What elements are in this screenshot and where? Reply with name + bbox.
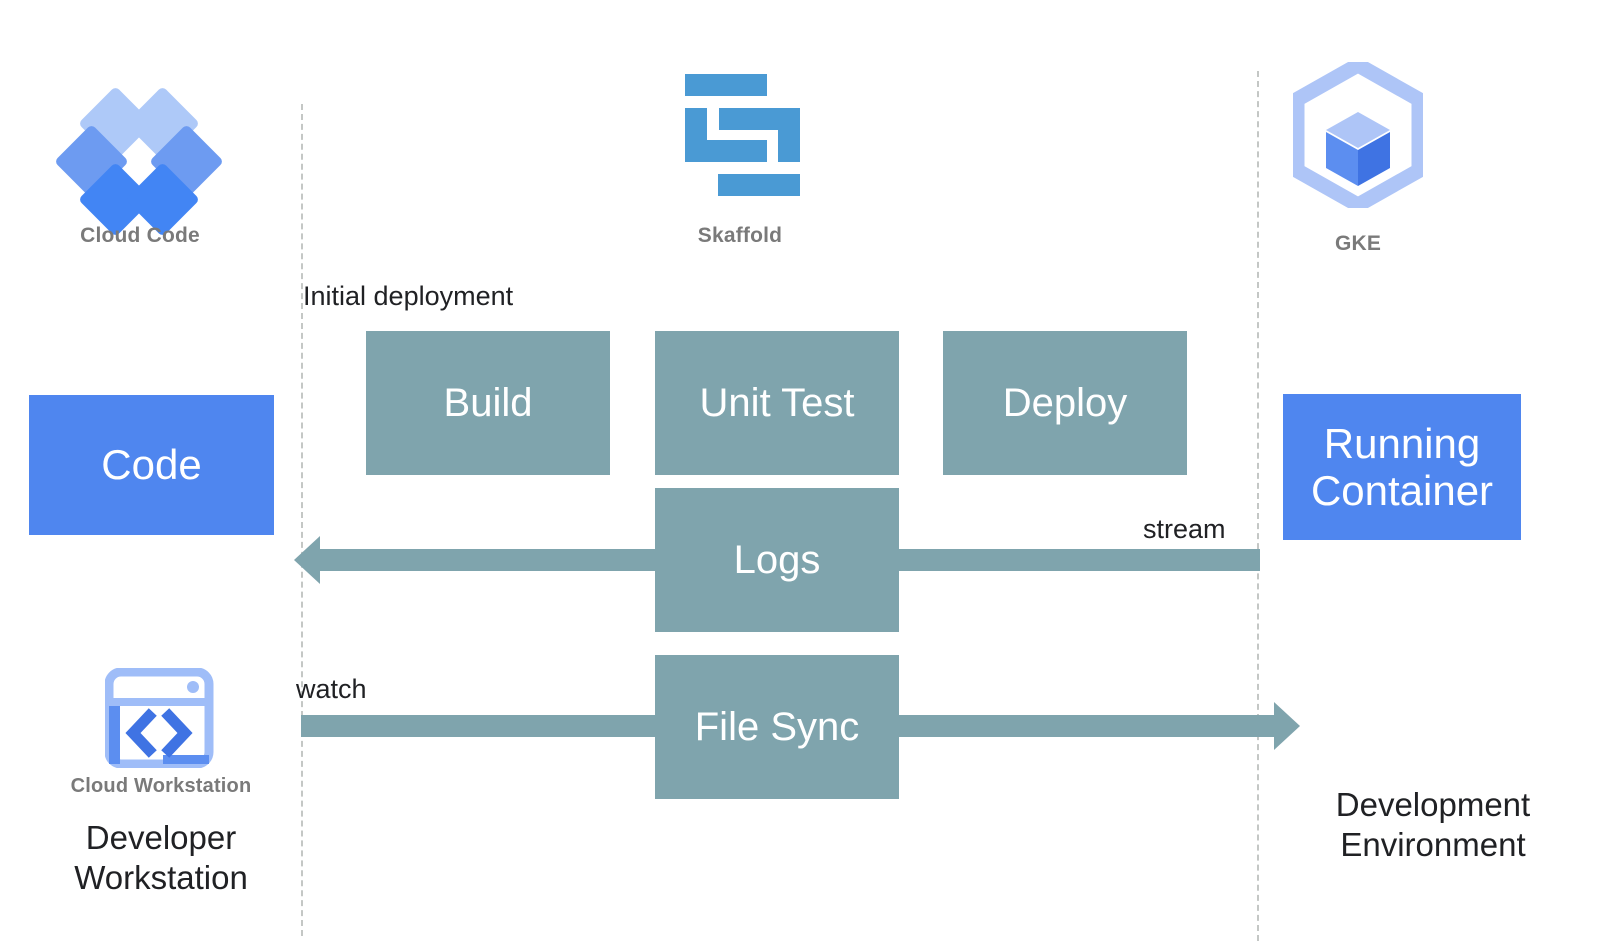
deploy-box[interactable]: Deploy bbox=[943, 331, 1187, 475]
developer-workstation-line-2: Workstation bbox=[74, 859, 248, 897]
file-sync-arrow-head-icon bbox=[1274, 702, 1300, 750]
gke-hexagon-cube-svg bbox=[1289, 56, 1427, 214]
running-container-box[interactable]: Running Container bbox=[1283, 394, 1521, 540]
developer-workstation-line-1: Developer bbox=[85, 819, 237, 856]
initial-deployment-label: Initial deployment bbox=[303, 281, 514, 311]
skaffold-s-svg bbox=[685, 74, 800, 196]
watch-label: watch bbox=[296, 674, 367, 704]
right-boundary-dashed-line bbox=[1257, 71, 1259, 941]
development-environment-zone-label: Development Environment bbox=[1288, 785, 1578, 866]
build-box[interactable]: Build bbox=[366, 331, 610, 475]
skaffold-caption: Skaffold bbox=[697, 224, 783, 247]
running-container-line-1: Running bbox=[1323, 419, 1481, 467]
cloud-code-caption: Cloud Code bbox=[80, 224, 200, 247]
logs-box[interactable]: Logs bbox=[655, 488, 899, 632]
development-environment-line-2: Environment bbox=[1340, 826, 1526, 864]
cloud-code-diamonds-icon bbox=[54, 78, 224, 237]
development-environment-line-1: Development bbox=[1335, 786, 1531, 823]
developer-workstation-zone-label: Developer Workstation bbox=[25, 818, 297, 899]
skaffold-s-icon bbox=[685, 74, 800, 196]
code-box[interactable]: Code bbox=[29, 395, 274, 535]
gke-caption: GKE bbox=[1334, 232, 1382, 255]
logs-arrow-head-icon bbox=[294, 536, 320, 584]
file-sync-box[interactable]: File Sync bbox=[655, 655, 899, 799]
gke-hexagon-cube-icon bbox=[1289, 56, 1427, 214]
cloud-workstation-code-window-icon bbox=[104, 667, 215, 769]
unit-test-box[interactable]: Unit Test bbox=[655, 331, 899, 475]
running-container-line-2: Container bbox=[1310, 467, 1494, 514]
cloud-workstation-svg bbox=[104, 667, 214, 769]
left-boundary-dashed-line bbox=[301, 104, 303, 936]
stream-label: stream bbox=[1143, 514, 1226, 544]
cloud-workstation-caption: Cloud Workstation bbox=[70, 775, 252, 797]
